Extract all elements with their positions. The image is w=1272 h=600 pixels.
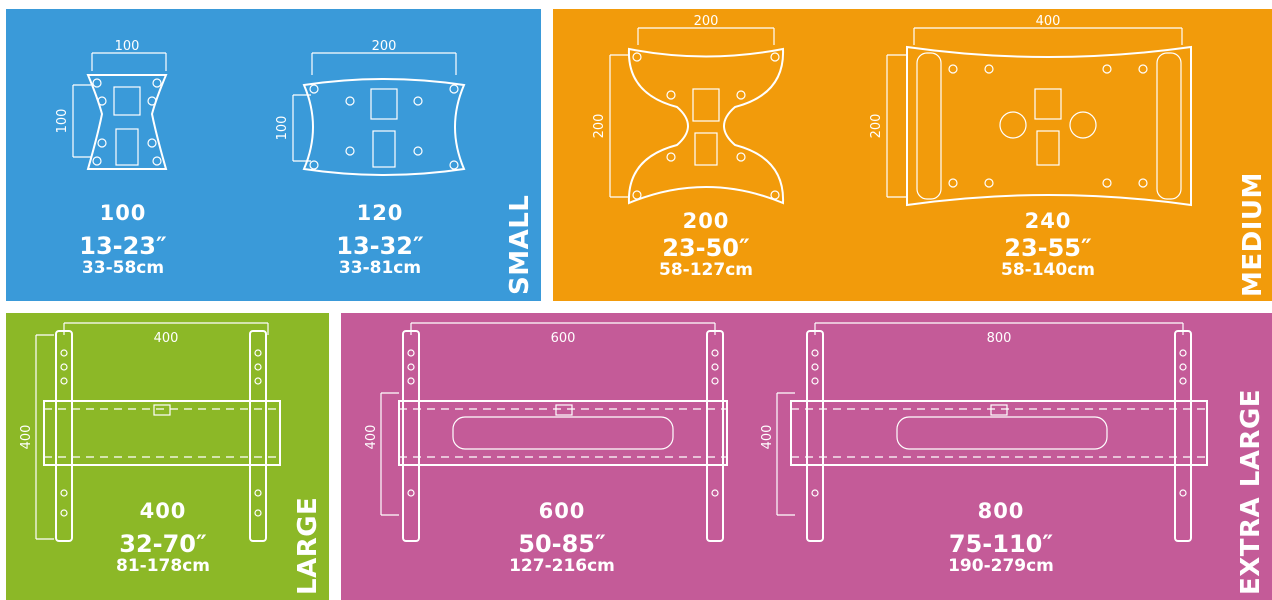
medium-mount-drawings: 200 200 400 200 [592,14,1192,207]
mount-120-label: 120 13-32″ 33-81cm [300,201,460,278]
mount-100-drawing: 100 100 [55,39,168,170]
mount-240-drawing: 400 200 [869,14,1192,207]
panel-small: 100 100 200 100 100 13-23″ [6,9,541,301]
category-extra-large-label: EXTRA LARGE [1236,388,1266,595]
screen-inches-200: 23-50″ [662,234,750,262]
mount-800-label: 800 75-110″ 190-279cm [921,499,1081,576]
mount-100-label: 100 13-23″ 33-58cm [43,201,203,278]
screen-cm-800: 190-279cm [948,556,1054,576]
mount-600-label: 600 50-85″ 127-216cm [482,499,642,576]
dim-width-240: 400 [1036,14,1061,29]
mount-200-label: 200 23-50″ 58-127cm [626,209,786,280]
screen-inches-120: 13-32″ [336,232,424,260]
dim-height-400: 400 [19,425,34,450]
category-small-label: SMALL [505,194,535,295]
dim-height-800: 400 [760,425,775,450]
small-mount-drawings: 100 100 200 100 [55,39,466,176]
dim-width-400: 400 [154,331,179,346]
screen-inches-400: 32-70″ [119,530,207,558]
screen-cm-120: 33-81cm [338,258,422,278]
vesa-size-400: 400 [139,499,187,523]
vesa-size-100: 100 [99,201,147,225]
mount-400-label: 400 32-70″ 81-178cm [83,499,243,576]
screen-cm-200: 58-127cm [659,260,753,280]
screen-cm-600: 127-216cm [509,556,615,576]
category-large-label: LARGE [293,496,323,595]
dim-width-800: 800 [987,331,1012,346]
dim-width-200: 200 [694,14,719,29]
vesa-size-120: 120 [356,201,404,225]
dim-height-600: 400 [364,425,379,450]
panel-large: 400 400 400 32-70″ 81-178cm LARGE [6,313,329,600]
screen-inches-600: 50-85″ [518,530,606,558]
mount-600-drawing: 600 400 [364,322,728,542]
dim-height-120: 100 [275,116,290,141]
screen-inches-800: 75-110″ [948,530,1054,558]
extra-large-mount-drawings: 600 400 800 400 [364,322,1208,542]
panel-medium: 200 200 400 200 [553,9,1272,301]
dim-height-240: 200 [869,114,884,139]
mount-200-drawing: 200 200 [592,14,785,205]
mount-240-label: 240 23-55″ 58-140cm [968,209,1128,280]
vesa-size-600: 600 [538,499,586,523]
dim-width-100: 100 [115,39,140,54]
vesa-size-200: 200 [682,209,730,233]
vesa-size-800: 800 [977,499,1025,523]
dim-height-200: 200 [592,114,607,139]
screen-cm-100: 33-58cm [81,258,165,278]
dim-width-120: 200 [372,39,397,54]
screen-cm-400: 81-178cm [116,556,210,576]
mount-120-drawing: 200 100 [275,39,466,176]
screen-cm-240: 58-140cm [1001,260,1095,280]
large-mount-drawings: 400 400 [19,322,281,542]
dim-height-100: 100 [55,109,70,134]
panel-extra-large: 600 400 800 400 [341,313,1272,600]
mount-400-drawing: 400 400 [19,322,281,542]
mount-800-drawing: 800 400 [760,322,1208,542]
dim-width-600: 600 [551,331,576,346]
screen-inches-100: 13-23″ [79,232,167,260]
vesa-size-240: 240 [1024,209,1072,233]
screen-inches-240: 23-55″ [1004,234,1092,262]
category-medium-label: MEDIUM [1238,172,1268,297]
